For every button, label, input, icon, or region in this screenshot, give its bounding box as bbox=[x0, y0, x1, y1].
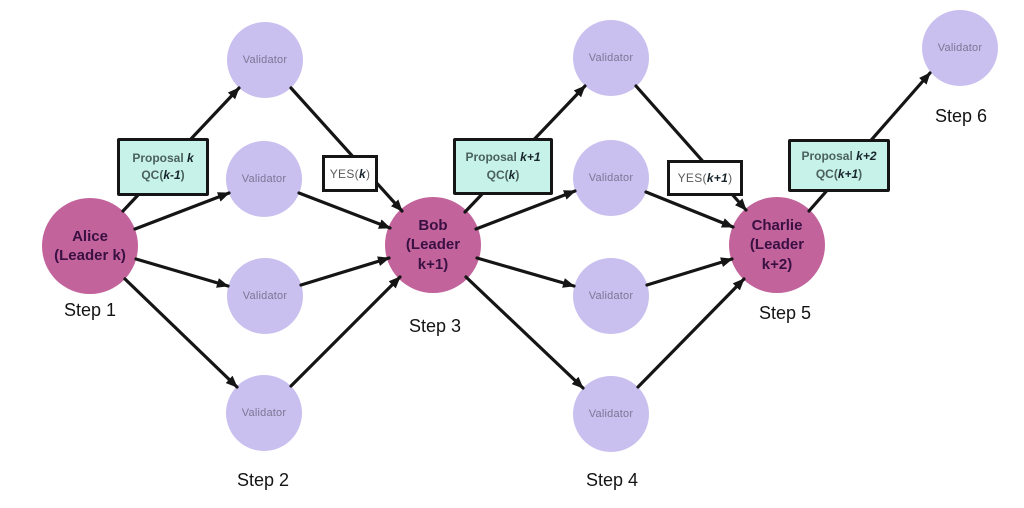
validator-node-col3-1: Validator bbox=[922, 10, 998, 86]
proposal-line1: Proposal k bbox=[132, 150, 194, 165]
step-label-3: Step 3 bbox=[408, 316, 462, 336]
validator-node-col2-2: Validator bbox=[573, 140, 649, 216]
validator-node-col1-1: Validator bbox=[227, 22, 303, 98]
round-variable: k+2 bbox=[856, 149, 877, 164]
qc-variable: k-1 bbox=[163, 168, 181, 182]
proposal-box-k2: Proposal k+2 QC(k+1) bbox=[788, 139, 890, 192]
step-label-2: Step 2 bbox=[236, 470, 290, 490]
validator-label: Validator bbox=[588, 52, 634, 64]
validator-node-col2-4: Validator bbox=[573, 376, 649, 452]
proposal-line1: Proposal k+1 bbox=[465, 150, 541, 165]
proposal-line2: QC(k-1) bbox=[141, 168, 185, 182]
leader-role: (Leader k+1) bbox=[405, 236, 461, 273]
round-variable: k bbox=[187, 150, 194, 165]
validator-node-col2-1: Validator bbox=[573, 20, 649, 96]
proposal-line1: Proposal k+2 bbox=[801, 149, 877, 164]
leader-name: Alice bbox=[72, 227, 108, 245]
step-label-5: Step 5 bbox=[758, 303, 812, 323]
validator-label: Validator bbox=[241, 173, 287, 185]
proposal-line2: QC(k+1) bbox=[815, 166, 863, 181]
validator-label: Validator bbox=[588, 290, 634, 302]
validator-label: Validator bbox=[588, 172, 634, 184]
proposal-line2: QC(k) bbox=[486, 167, 520, 182]
validator-label: Validator bbox=[937, 42, 983, 54]
arrow-bob-to-col2v2 bbox=[474, 189, 577, 231]
arrow-col2v3-to-charlie bbox=[645, 257, 734, 287]
proposal-box-k: Proposal k QC(k-1) bbox=[117, 138, 209, 196]
vote-box-yes-k: YES(k) bbox=[322, 155, 378, 192]
validator-node-col1-2: Validator bbox=[226, 141, 302, 217]
round-variable: k+1 bbox=[520, 150, 541, 165]
arrow-col1v1-to-bob bbox=[289, 86, 404, 213]
validator-label: Validator bbox=[588, 408, 634, 420]
step-label-6: Step 6 bbox=[934, 106, 988, 126]
arrow-col2v4-to-charlie bbox=[636, 277, 746, 389]
step-label-4: Step 4 bbox=[585, 470, 639, 490]
arrow-alice-to-col1v3 bbox=[134, 257, 230, 288]
leader-node-charlie: Charlie (Leader k+2) bbox=[729, 197, 825, 293]
leader-role: (Leader k+2) bbox=[749, 236, 805, 273]
qc-variable: k+1 bbox=[837, 166, 859, 181]
validator-node-col1-3: Validator bbox=[227, 258, 303, 334]
vote-variable: k bbox=[358, 166, 366, 181]
validator-label: Validator bbox=[242, 290, 288, 302]
validator-node-col2-3: Validator bbox=[573, 258, 649, 334]
vote-variable: k+1 bbox=[706, 171, 729, 185]
validator-node-col1-4: Validator bbox=[226, 375, 302, 451]
vote-box-yes-k1: YES(k+1) bbox=[667, 160, 743, 196]
validator-label: Validator bbox=[242, 54, 288, 66]
arrow-alice-to-col1v4 bbox=[123, 277, 239, 389]
proposal-box-k1: Proposal k+1 QC(k) bbox=[453, 138, 553, 195]
leader-name: Bob bbox=[418, 216, 448, 234]
arrow-col1v2-to-bob bbox=[297, 191, 392, 230]
leader-role: (Leader k) bbox=[54, 247, 126, 264]
arrow-bob-to-col2v3 bbox=[475, 256, 576, 288]
leader-node-bob: Bob (Leader k+1) bbox=[385, 197, 481, 293]
arrow-col2v2-to-charlie bbox=[644, 190, 735, 229]
arrow-bob-to-col2v4 bbox=[464, 275, 585, 390]
leader-node-alice: Alice (Leader k) bbox=[42, 198, 138, 294]
leader-name: Charlie bbox=[751, 216, 803, 234]
arrow-col1v3-to-bob bbox=[299, 256, 391, 287]
validator-label: Validator bbox=[241, 407, 287, 419]
step-label-1: Step 1 bbox=[63, 300, 117, 320]
arrow-alice-to-col1v2 bbox=[133, 191, 231, 231]
arrow-col1v4-to-bob bbox=[289, 275, 402, 388]
